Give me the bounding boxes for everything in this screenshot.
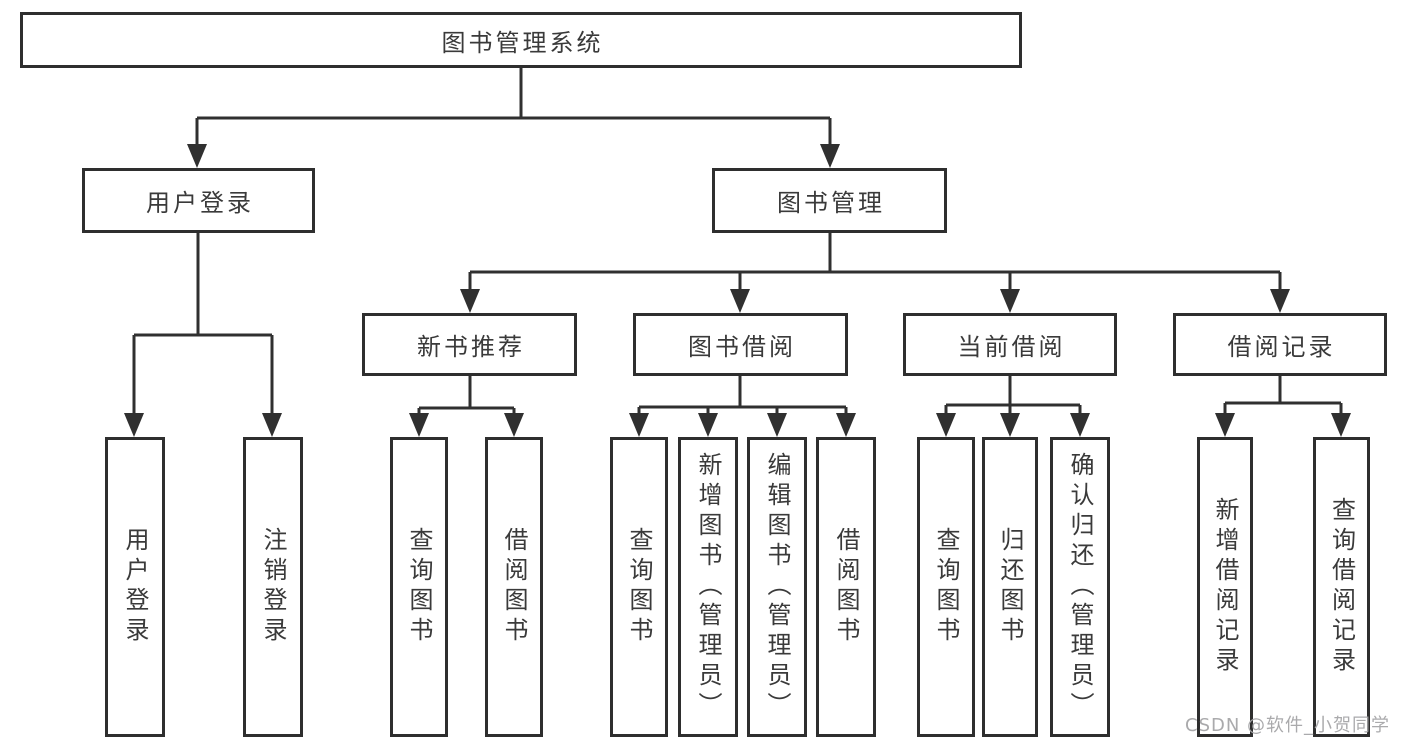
leaf-confirm-return-admin: 确认归还（管理员） — [1050, 437, 1110, 737]
node-book-borrowing: 图书借阅 — [633, 313, 848, 376]
node-new-book-recommend-label: 新书推荐 — [417, 333, 525, 361]
leaf-query-books-2: 查询图书 — [610, 437, 668, 737]
leaf-add-books-admin-label: 新增图书（管理员） — [694, 452, 722, 722]
csdn-watermark: CSDN @软件_小贺同学 — [1185, 715, 1391, 736]
leaf-query-books-1-label: 查询图书 — [405, 527, 433, 647]
node-borrowing-records: 借阅记录 — [1173, 313, 1387, 376]
leaf-borrow-books-1-label: 借阅图书 — [500, 527, 528, 647]
leaf-return-books-label: 归还图书 — [996, 527, 1024, 647]
leaf-logout-label: 注销登录 — [259, 527, 287, 647]
leaf-return-books: 归还图书 — [982, 437, 1038, 737]
node-current-borrowing-label: 当前借阅 — [957, 333, 1066, 361]
leaf-add-borrow-record-label: 新增借阅记录 — [1211, 497, 1239, 677]
leaf-query-books-3: 查询图书 — [917, 437, 975, 737]
leaf-add-books-admin: 新增图书（管理员） — [678, 437, 738, 737]
leaf-query-books-3-label: 查询图书 — [932, 527, 960, 647]
leaf-edit-books-admin: 编辑图书（管理员） — [747, 437, 807, 737]
leaf-edit-books-admin-label: 编辑图书（管理员） — [763, 452, 791, 722]
node-user-login-label: 用户登录 — [146, 189, 254, 217]
leaf-user-login: 用户登录 — [105, 437, 165, 737]
node-current-borrowing: 当前借阅 — [903, 313, 1117, 376]
leaf-confirm-return-admin-label: 确认归还（管理员） — [1066, 452, 1094, 722]
node-new-book-recommend: 新书推荐 — [362, 313, 577, 376]
node-user-login: 用户登录 — [82, 168, 315, 233]
leaf-logout: 注销登录 — [243, 437, 303, 737]
leaf-query-books-1: 查询图书 — [390, 437, 448, 737]
leaf-query-books-2-label: 查询图书 — [625, 527, 653, 647]
leaf-borrow-books-2: 借阅图书 — [816, 437, 876, 737]
leaf-user-login-label: 用户登录 — [121, 527, 149, 647]
node-root: 图书管理系统 — [20, 12, 1022, 68]
node-borrowing-records-label: 借阅记录 — [1227, 333, 1336, 361]
node-book-borrowing-label: 图书借阅 — [688, 333, 796, 361]
node-book-management: 图书管理 — [712, 168, 947, 233]
leaf-query-borrow-record-label: 查询借阅记录 — [1327, 497, 1356, 677]
leaf-query-borrow-record: 查询借阅记录 — [1313, 437, 1370, 737]
node-root-label: 图书管理系统 — [441, 28, 604, 57]
leaf-borrow-books-1: 借阅图书 — [485, 437, 543, 737]
leaf-add-borrow-record: 新增借阅记录 — [1197, 437, 1253, 737]
leaf-borrow-books-2-label: 借阅图书 — [832, 527, 860, 647]
node-book-management-label: 图书管理 — [777, 189, 885, 217]
